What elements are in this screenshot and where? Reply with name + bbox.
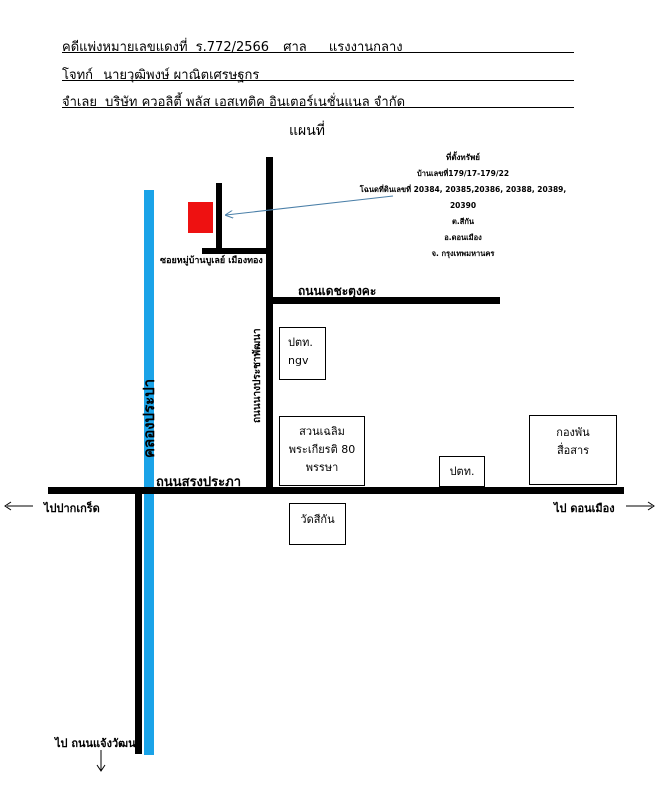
soi-road	[202, 248, 273, 254]
ptt-ngv-station: ปตท. ngv	[279, 327, 326, 380]
property-heading: ที่ตั้งทรัพย์	[446, 153, 480, 162]
soi-label: ซอยหมู่บ้านบูเลย์ เมืองทอง	[160, 256, 263, 266]
battalion-label-1: กองพัน	[556, 426, 590, 439]
south-road	[135, 492, 142, 754]
ptt-station: ปตท.	[439, 456, 485, 487]
east-direction-label: ไป ดอนเมือง	[554, 502, 615, 515]
nang-pracha-road-label: ถนนนางประชาพัฒนา	[252, 328, 263, 423]
property-deed-numbers: โฉนดที่ดินเลขที่ 20384, 20385,20386, 203…	[359, 185, 567, 210]
defendant-label: จำเลย	[62, 95, 97, 110]
ptt-label: ปตท.	[449, 465, 475, 478]
tes-tungkha-road-label: ถนนเดชะตุงคะ	[298, 284, 377, 298]
park-label-2: พระเกียรติ 80	[288, 443, 356, 456]
ptt-ngv-label-1: ปตท.	[288, 336, 313, 349]
plaintiff-underline	[62, 80, 574, 81]
song-prapha-road	[48, 487, 624, 494]
case-number-value: ร.772/2566	[195, 40, 270, 55]
west-direction-label: ไปปากเกร็ด	[44, 502, 100, 515]
song-prapha-road-label: ถนนสรงประภา	[156, 475, 241, 490]
temple-label: วัดสีกัน	[300, 513, 335, 526]
wat-si-kan: วัดสีกัน	[289, 503, 346, 545]
soi-branch-road	[216, 183, 222, 254]
nang-pracha-road	[266, 157, 273, 494]
court-value: แรงงานกลาง	[328, 40, 403, 55]
signal-battalion: กองพัน สื่อสาร	[529, 415, 617, 485]
property-subdistrict: ต.สีกัน	[452, 217, 474, 226]
court-label: ศาล	[283, 40, 307, 55]
defendant-underline	[62, 107, 574, 108]
canal	[144, 190, 154, 755]
property-district: อ.ดอนเมือง	[444, 233, 482, 242]
defendant-value: บริษัท ควอลิตี้ พลัส เอสเทติค อินเตอร์เน…	[105, 95, 406, 110]
case-number-underline	[62, 52, 574, 53]
south-arrow-icon	[96, 750, 106, 772]
case-number-label: คดีแพ่งหมายเลขแดงที่	[62, 40, 188, 55]
battalion-label-2: สื่อสาร	[556, 444, 590, 457]
plaintiff-value: นายวุฒิพงษ์ ผาณิตเศรษฐกร	[103, 68, 260, 83]
property-info: ที่ตั้งทรัพย์ บ้านเลขที่179/17-179/22 โฉ…	[352, 150, 574, 262]
east-arrow-icon	[626, 501, 655, 511]
property-house-number: บ้านเลขที่179/17-179/22	[416, 169, 510, 178]
defendant-line: จำเลย บริษัท ควอลิตี้ พลัส เอสเทติค อินเ…	[62, 91, 405, 112]
property-province: จ. กรุงเทพมหานคร	[431, 249, 495, 258]
property-marker	[188, 202, 213, 233]
canal-label: คลองประปา	[140, 378, 158, 458]
chalerm-park: สวนเฉลิม พระเกียรติ 80 พรรษา	[279, 416, 365, 486]
case-number-line: คดีแพ่งหมายเลขแดงที่ ร.772/2566 ศาล แรงง…	[62, 36, 403, 57]
south-direction-label: ไป ถนนแจ้งวัฒนะ	[55, 737, 142, 750]
property-pointer-arrow	[226, 195, 394, 215]
plaintiff-label: โจทก์	[62, 68, 94, 83]
park-label-1: สวนเฉลิม	[299, 425, 345, 438]
west-arrow-icon	[4, 501, 33, 511]
ptt-ngv-label-2: ngv	[288, 354, 309, 367]
park-label-3: พรรษา	[305, 461, 339, 474]
tes-tungkha-road	[269, 297, 500, 304]
plaintiff-line: โจทก์ นายวุฒิพงษ์ ผาณิตเศรษฐกร	[62, 64, 259, 85]
map-title: แผนที่	[289, 123, 326, 139]
